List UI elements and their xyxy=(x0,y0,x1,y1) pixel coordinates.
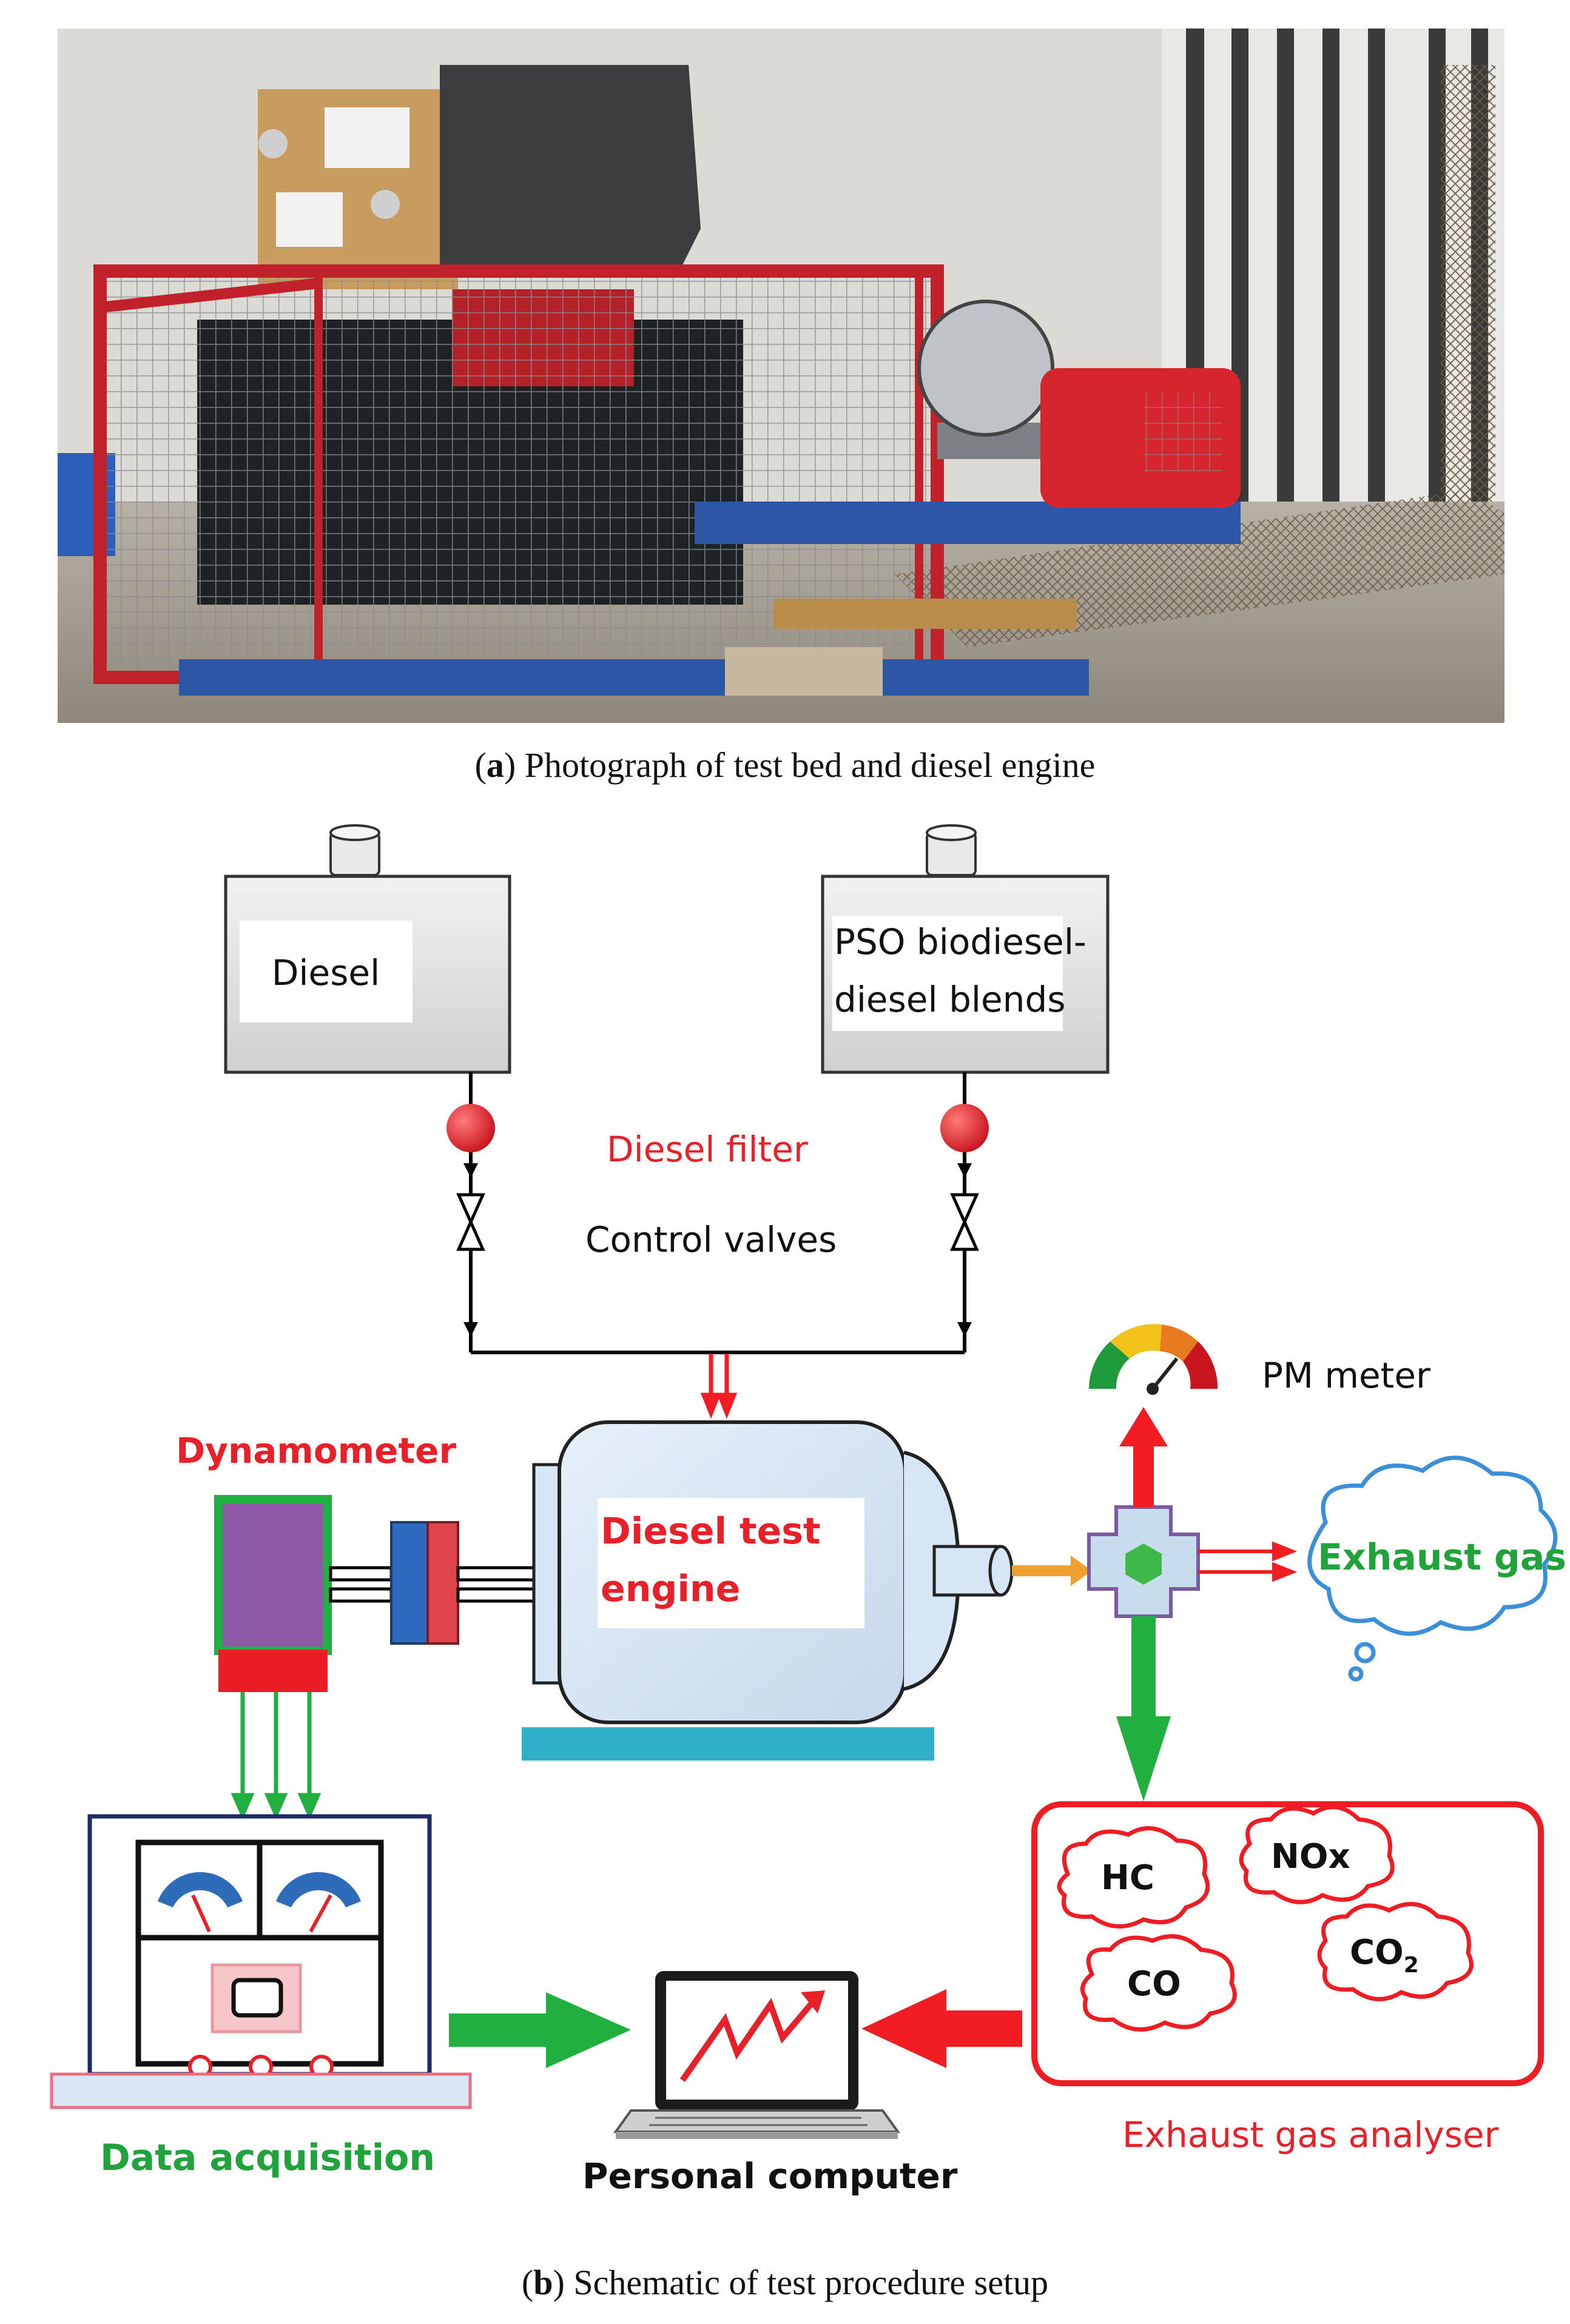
control-valves-label: Control valves xyxy=(585,1219,837,1260)
diesel-test-engine: Diesel test engine xyxy=(522,1420,961,1761)
arrows-dyno-to-daq xyxy=(231,1692,322,1820)
gas-hc-label: HC xyxy=(1101,1858,1154,1898)
caption-a-letter: a xyxy=(486,745,504,785)
arrow-daq-to-computer xyxy=(449,1992,631,2068)
pm-meter-gauge xyxy=(1089,1324,1218,1395)
photo-test-bed xyxy=(695,502,1241,544)
caption-b: (b) Schematic of test procedure setup xyxy=(521,2263,1049,2302)
arrow-to-pm-meter xyxy=(1119,1407,1168,1507)
pm-meter-label: PM meter xyxy=(1262,1355,1430,1396)
valve-left xyxy=(456,1193,485,1251)
caption-a-text: Photograph of test bed and diesel engine xyxy=(524,745,1096,785)
arrow-to-exhaust-gas xyxy=(1198,1541,1298,1582)
gas-co2-main: CO xyxy=(1350,1933,1404,1972)
data-acquisition-unit xyxy=(50,1814,472,2109)
photo-cage xyxy=(93,264,944,684)
engine-label-line1: Diesel test xyxy=(601,1510,821,1553)
valve-right xyxy=(950,1193,979,1251)
exhaust-gas-analyser: HC NOx CO CO2 xyxy=(1031,1801,1544,2086)
arrow-analyser-to-computer xyxy=(861,1989,1022,2068)
dynamometer-unit xyxy=(214,1495,332,1692)
filter-right xyxy=(940,1104,989,1152)
engine-label-line2: engine xyxy=(601,1568,740,1610)
laptop-icon xyxy=(613,1971,900,2139)
gas-cloud-nox xyxy=(1239,1805,1395,1904)
caption-a: (a) Photograph of test bed and diesel en… xyxy=(474,745,1096,785)
photo-gate xyxy=(1162,29,1504,526)
gas-nox-label: NOx xyxy=(1271,1837,1350,1876)
exhaust-hub xyxy=(1087,1505,1200,1618)
gas-co2-label: CO2 xyxy=(1350,1933,1419,1978)
gas-co2-subscript: 2 xyxy=(1404,1953,1419,1978)
caption-b-text: Schematic of test procedure setup xyxy=(573,2263,1049,2302)
personal-computer-label: Personal computer xyxy=(582,2155,958,2197)
exhaust-gas-label: Exhaust gas xyxy=(1318,1536,1566,1579)
gas-cloud-co2 xyxy=(1317,1902,1474,2001)
exhaust-gas-cloud xyxy=(1307,1456,1558,1682)
gas-cloud-co xyxy=(1080,1934,1237,2032)
line-arrows xyxy=(463,1163,972,1337)
gas-co-label: CO xyxy=(1127,1964,1181,2004)
photo-fan xyxy=(917,300,1054,437)
photo-black-cover xyxy=(440,65,701,277)
arrow-to-analyser xyxy=(1116,1616,1171,1801)
tank-blend-label-line2: diesel blends xyxy=(834,979,1065,1020)
exhaust-gas-analyser-label: Exhaust gas analyser xyxy=(1122,2114,1499,2155)
tank-diesel-label: Diesel xyxy=(272,952,380,993)
exhaust-pipe xyxy=(932,1545,1092,1597)
tank-blend: PSO biodiesel- diesel blends xyxy=(821,824,1110,1074)
data-acquisition-label: Data acquisition xyxy=(100,2137,435,2179)
dynamometer-label: Dynamometer xyxy=(176,1430,456,1471)
fuel-inlet-arrows xyxy=(700,1354,738,1419)
drive-shaft xyxy=(329,1521,539,1645)
tank-diesel: Diesel xyxy=(224,824,511,1074)
gas-cloud-hc xyxy=(1057,1826,1210,1929)
fuel-lines xyxy=(469,1072,966,1354)
tank-blend-label-line1: PSO biodiesel- xyxy=(834,921,1087,962)
schematic-diagram: Diesel PSO biodiesel- diesel blends Dies… xyxy=(50,824,1566,2197)
test-bed-photograph xyxy=(58,29,1504,723)
engine-base xyxy=(522,1727,934,1761)
caption-b-letter: b xyxy=(533,2263,553,2302)
filter-left xyxy=(446,1104,495,1152)
diesel-filter-label: Diesel filter xyxy=(607,1129,808,1170)
